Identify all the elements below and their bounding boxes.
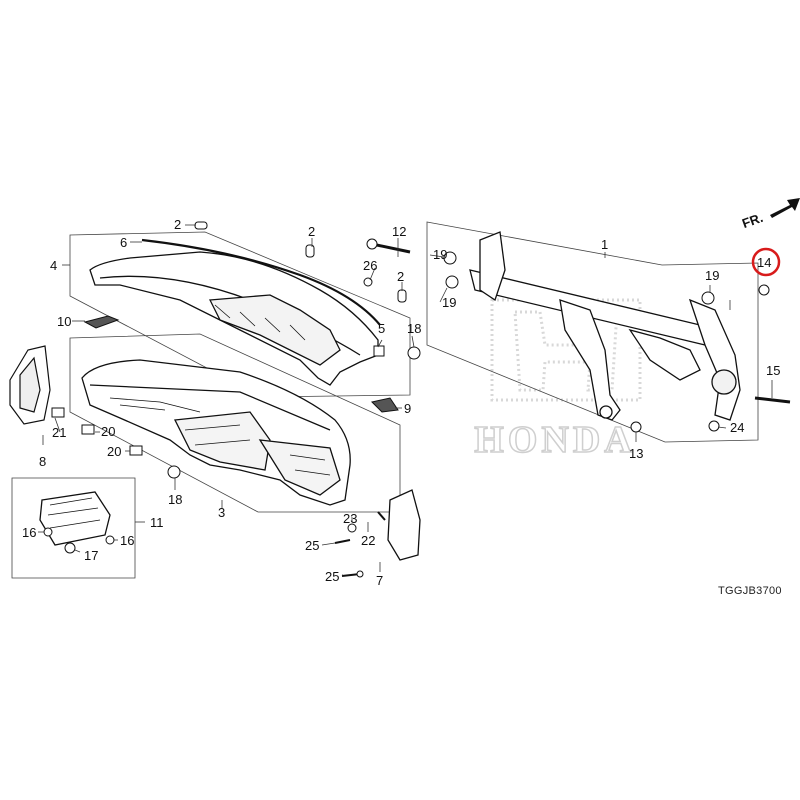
bolt-16a <box>43 527 53 537</box>
clip-19b <box>445 275 459 289</box>
callout-1: 1 <box>601 237 609 252</box>
screw-25a <box>334 539 351 544</box>
bolt-15 <box>754 396 791 404</box>
clip-21 <box>51 407 65 418</box>
group-box-4 <box>69 231 411 398</box>
side-panel-left <box>9 345 51 425</box>
callout-23: 23 <box>343 511 358 526</box>
front-arrow-icon <box>770 198 800 218</box>
pin-2b <box>305 244 315 258</box>
drawing-code: TGGJB3700 <box>718 585 782 597</box>
callout-26: 26 <box>363 258 378 273</box>
vent-grille-10 <box>83 315 120 329</box>
clip-20a <box>81 424 95 435</box>
group-box-11 <box>11 477 136 579</box>
callout-25b: 25 <box>325 569 340 584</box>
callout-25a: 25 <box>305 538 320 553</box>
callout-20b: 20 <box>107 444 122 459</box>
callout-19b: 19 <box>442 295 457 310</box>
callout-22: 22 <box>361 533 376 548</box>
vent-grille-9 <box>371 397 399 413</box>
callout-14: 14 <box>757 255 772 270</box>
callout-7: 7 <box>376 573 384 588</box>
callout-18b: 18 <box>168 492 183 507</box>
callout-19a: 19 <box>433 247 448 262</box>
leader-lines <box>38 224 773 576</box>
garnish-strip <box>141 238 381 326</box>
callout-2c: 2 <box>397 269 405 284</box>
callout-10: 10 <box>57 314 72 329</box>
dashboard-lower <box>81 359 351 506</box>
highlight-circle-14 <box>751 247 781 277</box>
steering-hanger-beam <box>469 231 741 421</box>
callout-5: 5 <box>378 321 386 336</box>
callout-18a: 18 <box>407 321 422 336</box>
bolt-12 <box>371 242 411 254</box>
airbag-module <box>39 491 111 546</box>
honda-watermark-text: HONDA <box>474 419 635 461</box>
side-cover-right <box>387 489 421 561</box>
dashboard-upper-pad <box>89 251 379 386</box>
group-box-1 <box>426 221 759 443</box>
callout-19c: 19 <box>705 268 720 283</box>
bolt-18a <box>407 346 421 360</box>
callout-15: 15 <box>766 363 781 378</box>
callout-2a: 2 <box>174 217 182 232</box>
callout-3: 3 <box>218 505 226 520</box>
callout-8: 8 <box>39 454 47 469</box>
callout-6: 6 <box>120 235 128 250</box>
bolt-14 <box>758 284 770 296</box>
pin-2a <box>194 221 208 230</box>
clip-19a <box>443 251 457 265</box>
bolt-17 <box>64 542 76 554</box>
clip-5 <box>373 345 385 357</box>
pin-2c <box>397 289 407 303</box>
clip-20b <box>129 445 143 456</box>
callout-17: 17 <box>84 548 99 563</box>
callout-16b: 16 <box>120 533 135 548</box>
nut-24 <box>708 420 720 432</box>
callout-4: 4 <box>50 258 58 273</box>
callout-9: 9 <box>404 401 412 416</box>
callout-2b: 2 <box>308 224 316 239</box>
screw-26 <box>363 277 373 287</box>
bolt-18b <box>167 465 181 479</box>
clip-19c <box>701 291 715 305</box>
bolt-13 <box>630 421 642 433</box>
callout-24: 24 <box>730 420 745 435</box>
callout-11: 11 <box>150 515 164 530</box>
callout-13: 13 <box>629 446 644 461</box>
callout-20a: 20 <box>101 424 116 439</box>
clip-23 <box>347 523 357 533</box>
callout-12: 12 <box>392 224 407 239</box>
callout-16a: 16 <box>22 525 37 540</box>
callout-21: 21 <box>52 425 67 440</box>
bolt-16b <box>105 535 115 545</box>
